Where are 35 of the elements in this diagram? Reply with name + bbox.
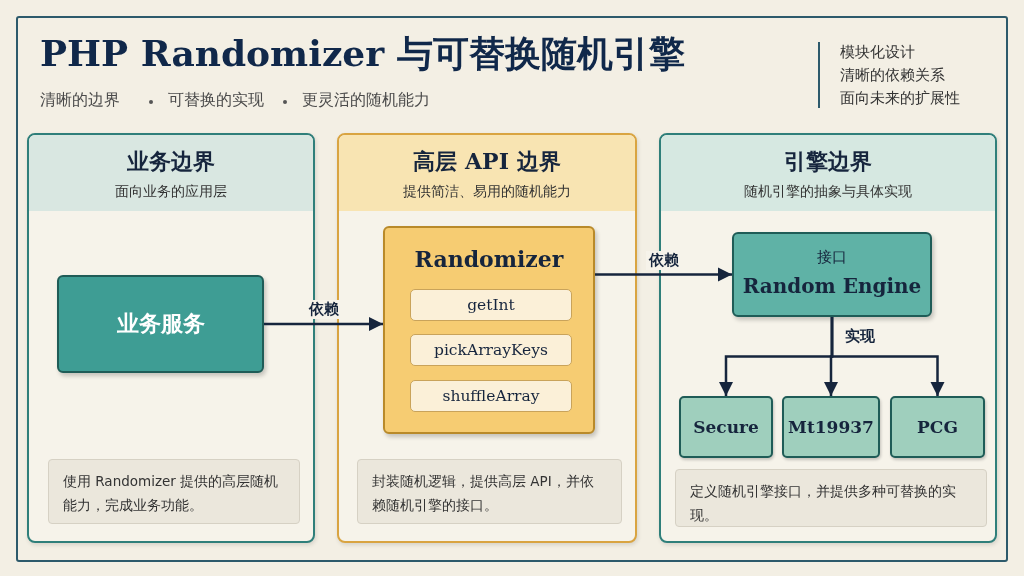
method-box: getInt — [410, 289, 572, 321]
arrow — [830, 317, 945, 396]
implementation-box: PCG — [890, 396, 985, 458]
method-box: shuffleArray — [410, 380, 572, 412]
panel-heading: 高层 API 边界 — [413, 147, 561, 176]
interface-box — [732, 232, 932, 317]
note-box: 使用 Randomizer 提供的高层随机能力，完成业务功能。 — [48, 459, 300, 524]
edge-label: 依赖 — [645, 250, 682, 270]
note-box: 封装随机逻辑，提供高层 API，并依赖随机引擎的接口。 — [357, 459, 622, 524]
panel-heading: 业务边界 — [127, 147, 215, 176]
arrow — [595, 267, 732, 282]
panel-subheading: 提供简洁、易用的随机能力 — [403, 183, 571, 201]
edge-label: 依赖 — [305, 300, 342, 319]
boundary-panel — [337, 133, 637, 543]
method-box: pickArrayKeys — [410, 334, 572, 366]
subtitle-text: 清晰的边界 — [40, 90, 120, 111]
edge-label: 实现 — [842, 327, 878, 346]
service-box: 业务服务 — [57, 275, 264, 373]
panel-heading: 引擎边界 — [784, 147, 872, 176]
title: PHP Randomizer 与可替换随机引擎 — [40, 31, 685, 76]
interface-name: Random Engine — [741, 274, 923, 298]
panel-subheading: 面向业务的应用层 — [115, 183, 227, 201]
side-note: 模块化设计 — [840, 43, 915, 62]
class-box — [383, 226, 595, 434]
implementation-box: Secure — [679, 396, 773, 458]
interface-label: 接口 — [816, 248, 848, 267]
arrow — [264, 317, 383, 331]
side-note: 面向未来的扩展性 — [840, 89, 960, 108]
subtitle-text: 可替换的实现 — [168, 90, 264, 111]
implementation-box: Mt19937 — [782, 396, 880, 458]
subtitle-text: 更灵活的随机能力 — [302, 90, 430, 111]
note-box: 定义随机引擎接口，并提供多种可替换的实现。 — [675, 469, 987, 527]
side-note: 清晰的依赖关系 — [840, 66, 945, 85]
panel-subheading: 随机引擎的抽象与具体实现 — [744, 183, 912, 201]
class-name: Randomizer — [413, 246, 565, 272]
